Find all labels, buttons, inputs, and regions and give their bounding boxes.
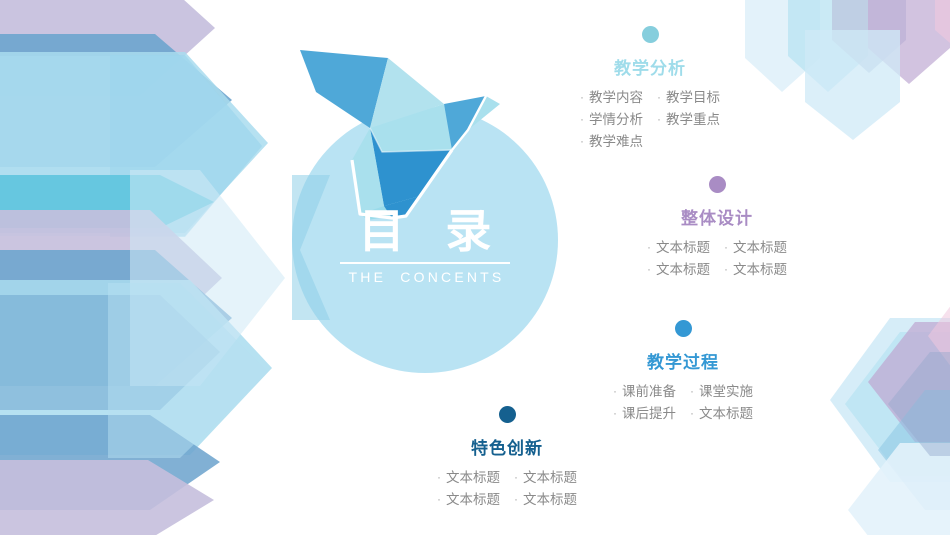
top-right-chevron-cluster: [745, 0, 950, 140]
list-item-label: 教学目标: [666, 89, 720, 105]
bullet-dot-icon: ·: [580, 133, 584, 148]
title-divider: [340, 262, 510, 264]
section-heading-wrap-1: 教学分析: [545, 59, 755, 79]
bullet-dot-icon: ·: [437, 491, 441, 506]
list-item[interactable]: · 课后提升: [613, 404, 676, 424]
section-dot-2-icon: [708, 176, 726, 193]
list-item[interactable]: · 文本标题: [647, 238, 710, 258]
left-chevron-band: [0, 0, 285, 535]
bullet-dot-icon: ·: [580, 111, 584, 126]
bullet-dot-icon: ·: [724, 261, 728, 276]
bullet-dot-icon: ·: [514, 469, 518, 484]
list-item[interactable]: · 教学目标: [657, 88, 720, 108]
list-item-label: 课前准备: [622, 383, 676, 399]
list-item[interactable]: · 文本标题: [514, 468, 577, 488]
bullet-dot-icon: ·: [690, 405, 694, 420]
toc-section-2[interactable]: 整体设计 · 文本标题 · 文本标题 · 文本标题 · 文本标题: [612, 176, 822, 280]
section-dot-1-icon: [641, 26, 659, 43]
section-heading-wrap-2: 整体设计: [612, 209, 822, 229]
list-item[interactable]: · 教学内容: [580, 88, 643, 108]
bullet-dot-icon: ·: [613, 383, 617, 398]
list-item[interactable]: · 文本标题: [514, 490, 577, 510]
section-bullets-3: · 课前准备 · 课堂实施 · 课后提升 · 文本标题: [578, 382, 788, 424]
toc-section-4[interactable]: 特色创新 · 文本标题 · 文本标题 · 文本标题 · 文本标题: [402, 406, 612, 510]
section-bullets-2: · 文本标题 · 文本标题 · 文本标题 · 文本标题: [612, 238, 822, 280]
bullet-dot-icon: ·: [657, 111, 661, 126]
section-bullets-1: · 教学内容 · 教学目标 · 学情分析 · 教学重点 · 教学难点 ·: [545, 88, 755, 152]
list-item-label: 教学难点: [589, 133, 643, 149]
bullet-dot-icon: ·: [647, 261, 651, 276]
list-item[interactable]: · 文本标题: [690, 404, 753, 424]
section-heading-1[interactable]: 教学分析: [614, 59, 686, 78]
list-item-label: 文本标题: [656, 261, 710, 277]
section-heading-wrap-4: 特色创新: [402, 439, 612, 459]
list-item[interactable]: · 课堂实施: [690, 382, 753, 402]
center-title-block: 目 录 THE CONCENTS: [292, 208, 558, 285]
list-item[interactable]: · 文本标题: [437, 468, 500, 488]
section-dot-3-icon: [674, 320, 692, 337]
list-item[interactable]: · 文本标题: [724, 238, 787, 258]
section-heading-wrap-3: 教学过程: [578, 353, 788, 373]
list-item-label: 文本标题: [656, 239, 710, 255]
list-item-label: 文本标题: [523, 491, 577, 507]
bullet-dot-icon: ·: [580, 89, 584, 104]
bottom-right-chevron-cluster: [830, 306, 950, 535]
list-item-label: 文本标题: [733, 261, 787, 277]
bullet-dot-icon: ·: [437, 469, 441, 484]
list-item-label: 文本标题: [446, 491, 500, 507]
section-dot-4-icon: [498, 406, 516, 423]
list-item-label: 课后提升: [622, 405, 676, 421]
page-title-en: THE CONCENTS: [348, 268, 505, 285]
page-title-cn: 目 录: [358, 205, 506, 257]
list-item[interactable]: · 教学难点: [580, 132, 643, 152]
list-item[interactable]: · 文本标题: [724, 260, 787, 280]
list-item-label: 教学内容: [589, 89, 643, 105]
list-item[interactable]: · 学情分析: [580, 110, 643, 130]
list-item[interactable]: · 教学重点: [657, 110, 720, 130]
list-item-label: 文本标题: [733, 239, 787, 255]
bullet-dot-icon: ·: [647, 239, 651, 254]
toc-section-1[interactable]: 教学分析 · 教学内容 · 教学目标 · 学情分析 · 教学重点 · 教学难点 ·: [545, 26, 755, 152]
list-item-label: 文本标题: [446, 469, 500, 485]
section-heading-2[interactable]: 整体设计: [681, 209, 753, 228]
toc-section-3[interactable]: 教学过程 · 课前准备 · 课堂实施 · 课后提升 · 文本标题: [578, 320, 788, 424]
section-heading-4[interactable]: 特色创新: [471, 439, 543, 458]
section-bullets-4: · 文本标题 · 文本标题 · 文本标题 · 文本标题: [402, 468, 612, 510]
list-item-label: 文本标题: [699, 405, 753, 421]
list-item-label: 教学重点: [666, 111, 720, 127]
bullet-dot-icon: ·: [657, 89, 661, 104]
list-item-label: 文本标题: [523, 469, 577, 485]
list-item[interactable]: · 文本标题: [437, 490, 500, 510]
bullet-dot-icon: ·: [514, 491, 518, 506]
list-item[interactable]: · 课前准备: [613, 382, 676, 402]
bullet-dot-icon: ·: [724, 239, 728, 254]
list-item-label: 课堂实施: [699, 383, 753, 399]
bullet-dot-icon: ·: [613, 405, 617, 420]
origami-bird-shape: [300, 50, 500, 220]
list-item-label: 学情分析: [589, 111, 643, 127]
list-item[interactable]: · 文本标题: [647, 260, 710, 280]
section-heading-3[interactable]: 教学过程: [647, 353, 719, 372]
bullet-dot-icon: ·: [690, 383, 694, 398]
